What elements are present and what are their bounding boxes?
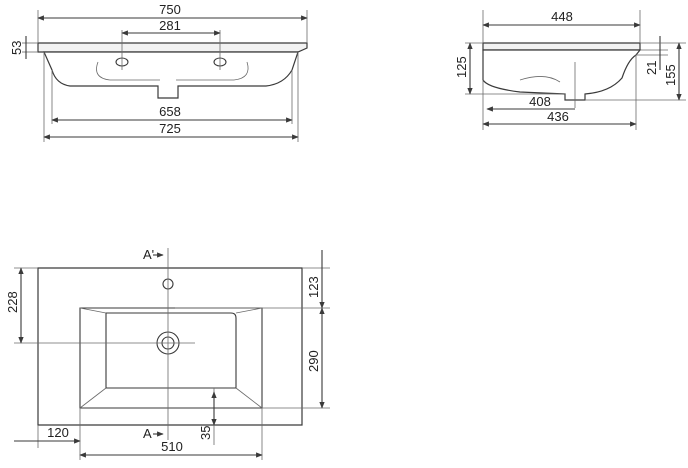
front-view: 750 281 53 658 725 [9, 2, 308, 142]
front-top-slab [37, 42, 308, 53]
section-label-a: A [143, 426, 152, 441]
dim-label-658: 658 [159, 104, 181, 119]
front-bowl-right [176, 61, 249, 81]
front-bowl-left [96, 61, 160, 81]
dim-label-228: 228 [5, 291, 20, 313]
section-label-a-prime: A' [143, 247, 154, 262]
dim-label-120: 120 [47, 425, 69, 440]
side-view: 448 125 21 155 408 436 [454, 9, 686, 130]
dim-label-53: 53 [9, 41, 24, 55]
dim-label-123: 123 [306, 276, 321, 298]
side-top-slab [482, 42, 641, 51]
front-body [43, 51, 299, 99]
dim-label-510: 510 [161, 439, 183, 454]
dim-label-35: 35 [198, 426, 213, 440]
dim-label-125: 125 [454, 56, 469, 78]
dim-label-21: 21 [644, 61, 659, 75]
dim-label-436: 436 [547, 109, 569, 124]
dim-label-290: 290 [306, 350, 321, 372]
dim-label-155: 155 [663, 64, 678, 86]
side-body [482, 49, 642, 101]
side-bowl-curve [519, 76, 561, 83]
dim-label-408: 408 [529, 94, 551, 109]
dim-label-448: 448 [551, 9, 573, 24]
dim-label-750: 750 [159, 2, 181, 17]
dim-label-281: 281 [159, 18, 181, 33]
plan-view: A' A 228 123 290 35 120 510 [5, 247, 330, 460]
dim-label-725: 725 [159, 121, 181, 136]
